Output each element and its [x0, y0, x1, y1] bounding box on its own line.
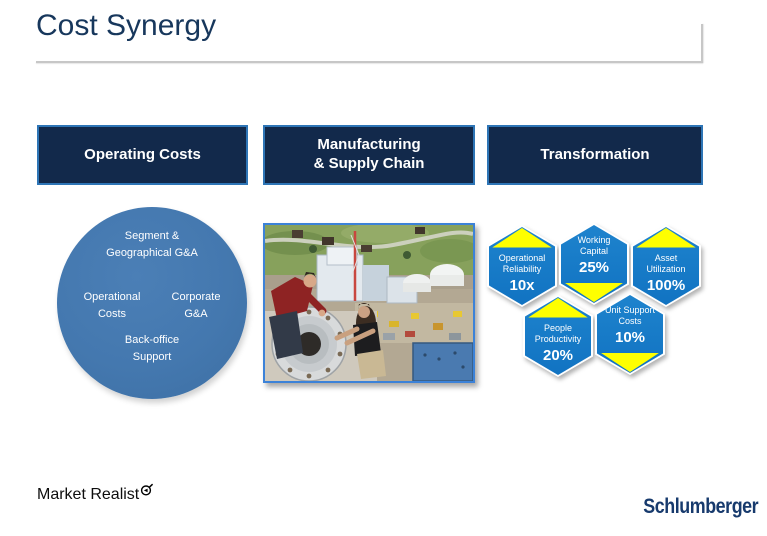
industrial-site-illustration — [265, 225, 473, 381]
transformation-hexagons: Operational Reliability 10x Working Capi… — [487, 222, 705, 378]
hexagon-fill: Unit Support Costs 10% — [597, 295, 663, 373]
market-realist-logo: Market Realist — [37, 483, 154, 504]
hexagon-fill: Operational Reliability 10x — [489, 227, 555, 305]
hexagon-working-capital: Working Capital 25% — [559, 223, 629, 305]
hexagon-fill: People Productivity 20% — [525, 297, 591, 375]
hexagon-asset-utilization: Asset Utilization 100% — [631, 225, 701, 307]
manufacturing-photo — [263, 223, 475, 383]
hexagon-value: 100% — [646, 277, 686, 294]
hexagon-value: 25% — [578, 259, 610, 276]
market-realist-wordmark: Market Realist — [37, 486, 140, 503]
hexagon-fill: Asset Utilization 100% — [633, 227, 699, 305]
hexagon-label: Working Capital — [577, 235, 611, 256]
hexagon-fill: Working Capital 25% — [561, 225, 627, 303]
circle-label-operational-costs: Operational Costs — [83, 291, 141, 320]
hexagon-label: Operational Reliability — [498, 253, 546, 274]
title-underline-end-tick — [701, 24, 703, 63]
operating-costs-circle: Segment & Geographical G&A Operational C… — [57, 207, 247, 399]
magnifier-icon — [141, 483, 154, 496]
hexagon-border: Unit Support Costs 10% — [595, 293, 665, 375]
hexagon-value: 10x — [509, 277, 535, 294]
hexagon-label: Asset Utilization — [646, 253, 686, 274]
column-header-manufacturing-supply-chain: Manufacturing & Supply Chain — [263, 125, 475, 185]
hexagon-value: 10% — [614, 329, 646, 346]
title-underline — [36, 61, 703, 63]
hexagon-operational-reliability: Operational Reliability 10x — [487, 225, 557, 307]
hexagon-people-productivity: People Productivity 20% — [523, 295, 593, 377]
hexagon-border: People Productivity 20% — [523, 295, 593, 377]
hexagon-border: Asset Utilization 100% — [631, 225, 701, 307]
hexagon-label: Unit Support Costs — [604, 305, 656, 326]
circle-label-back-office-support: Back-office Support — [124, 334, 180, 363]
circle-label-corporate-ga: Corporate G&A — [171, 291, 221, 320]
circle-label-segment-geographical-ga: Segment & Geographical G&A — [106, 230, 198, 259]
column-header-transformation: Transformation — [487, 125, 703, 185]
column-header-operating-costs: Operating Costs — [37, 125, 248, 185]
schlumberger-logo: Schlumberger — [643, 495, 758, 518]
hexagon-label: People Productivity — [534, 323, 582, 344]
slide-title: Cost Synergy — [36, 9, 217, 42]
hexagon-border: Operational Reliability 10x — [487, 225, 557, 307]
hexagon-value: 20% — [542, 347, 574, 364]
hexagon-unit-support-costs: Unit Support Costs 10% — [595, 293, 665, 375]
